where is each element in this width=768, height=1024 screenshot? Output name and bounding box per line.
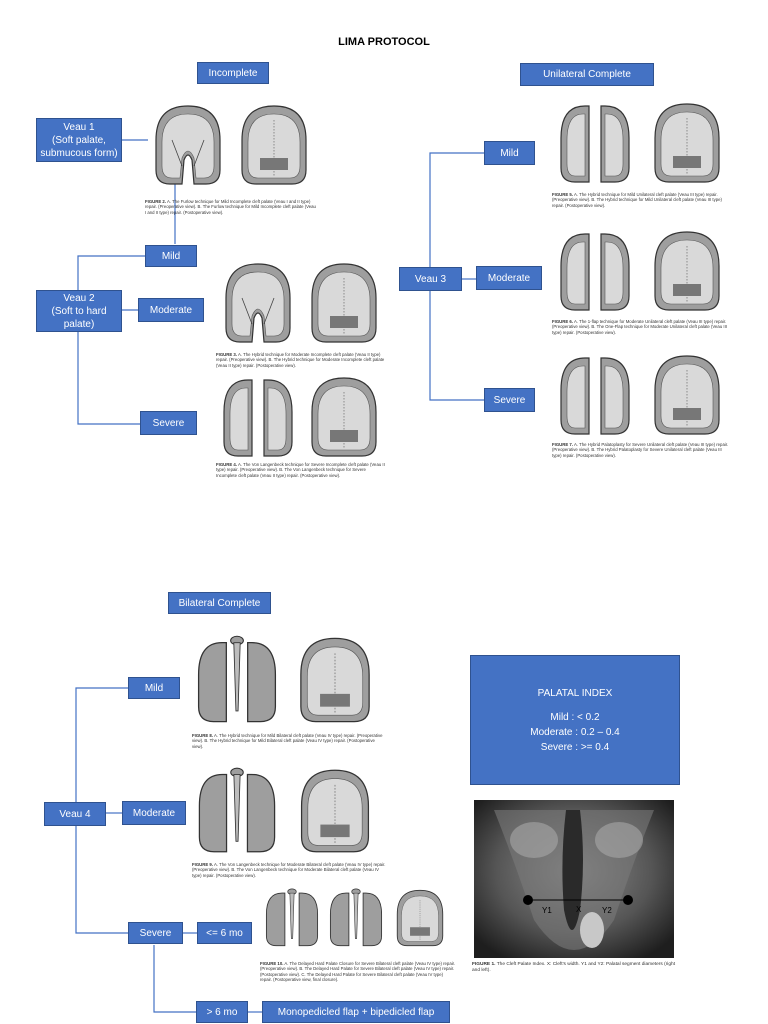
caption-figure-9: FIGURE 9. A. The Von Langenbeck techniqu… — [192, 862, 386, 878]
palatal-index-moderate: Moderate : 0.2 – 0.4 — [530, 727, 620, 738]
node-veau4-severe: Severe — [128, 922, 183, 944]
node-gt6mo: > 6 mo — [196, 1001, 248, 1023]
caption-figure-5: FIGURE 5. A. The Hybrid technique for Mi… — [552, 192, 722, 208]
header-unilateral-complete: Unilateral Complete — [520, 63, 654, 86]
node-veau2-severe: Severe — [140, 411, 197, 435]
palatal-index-box: PALATAL INDEX Mild : < 0.2 Moderate : 0.… — [470, 655, 680, 785]
node-veau3-mild: Mild — [484, 141, 535, 165]
node-veau2-moderate: Moderate — [138, 298, 204, 322]
figure-10-illustration — [265, 888, 444, 947]
node-veau3-moderate: Moderate — [476, 266, 542, 290]
caption-figure-7: FIGURE 7. A. The Hybrid Palatoplasty for… — [552, 442, 729, 458]
palatal-index-title: PALATAL INDEX — [537, 688, 613, 699]
caption-figure-6: FIGURE 6. A. The 1-flap technique for Mo… — [552, 319, 727, 335]
caption-figure-2: FIGURE 2. A. The Furlow technique for Mi… — [145, 199, 316, 215]
figure-6-illustration — [560, 231, 720, 311]
node-veau2-mild: Mild — [145, 245, 197, 267]
photo-label-y2: Y2 — [602, 906, 612, 915]
page-title: LIMA PROTOCOL — [338, 36, 430, 48]
caption-figure-3: FIGURE 3. A. The Hybrid technique for Mo… — [216, 352, 385, 368]
caption-figure-10: FIGURE 10. A. The Delayed Hard Palate Cl… — [260, 961, 456, 983]
node-veau4-moderate: Moderate — [122, 801, 186, 825]
node-veau1: Veau 1 (Soft palate, submucous form) — [36, 118, 122, 162]
node-veau4: Veau 4 — [44, 802, 106, 826]
caption-figure-1: FIGURE 1. The Cleft Palate Index. X: Cle… — [472, 962, 676, 973]
figure-8-illustration — [197, 635, 370, 723]
header-bilateral-complete: Bilateral Complete — [168, 592, 271, 614]
node-le6mo: <= 6 mo — [197, 922, 252, 944]
photo-label-x: X — [576, 905, 582, 914]
node-veau4-mild: Mild — [128, 677, 180, 699]
palatal-index-mild: Mild : < 0.2 — [550, 712, 600, 723]
palatal-index-severe: Severe : >= 0.4 — [540, 742, 610, 753]
caption-figure-4: FIGURE 4. A. The Von Langenbeck techniqu… — [216, 462, 385, 478]
figure-7-illustration — [560, 355, 720, 435]
node-veau2: Veau 2 (Soft to hard palate) — [36, 290, 122, 332]
figure-3-illustration — [225, 263, 377, 343]
header-incomplete: Incomplete — [197, 62, 269, 84]
figure-9-illustration — [198, 767, 370, 853]
photo-label-y1: Y1 — [542, 906, 552, 915]
figure-2-illustration — [155, 105, 307, 185]
figure-5-illustration — [560, 103, 720, 183]
figure-4-illustration — [223, 377, 377, 457]
caption-figure-8: FIGURE 8. A. The Hybrid technique for Mi… — [192, 733, 383, 749]
node-veau3: Veau 3 — [399, 267, 462, 291]
node-veau3-severe: Severe — [484, 388, 535, 412]
node-flap: Monopedicled flap + bipedicled flap — [262, 1001, 450, 1023]
cleft-palate-photo: Y1 X Y2 — [474, 800, 674, 958]
